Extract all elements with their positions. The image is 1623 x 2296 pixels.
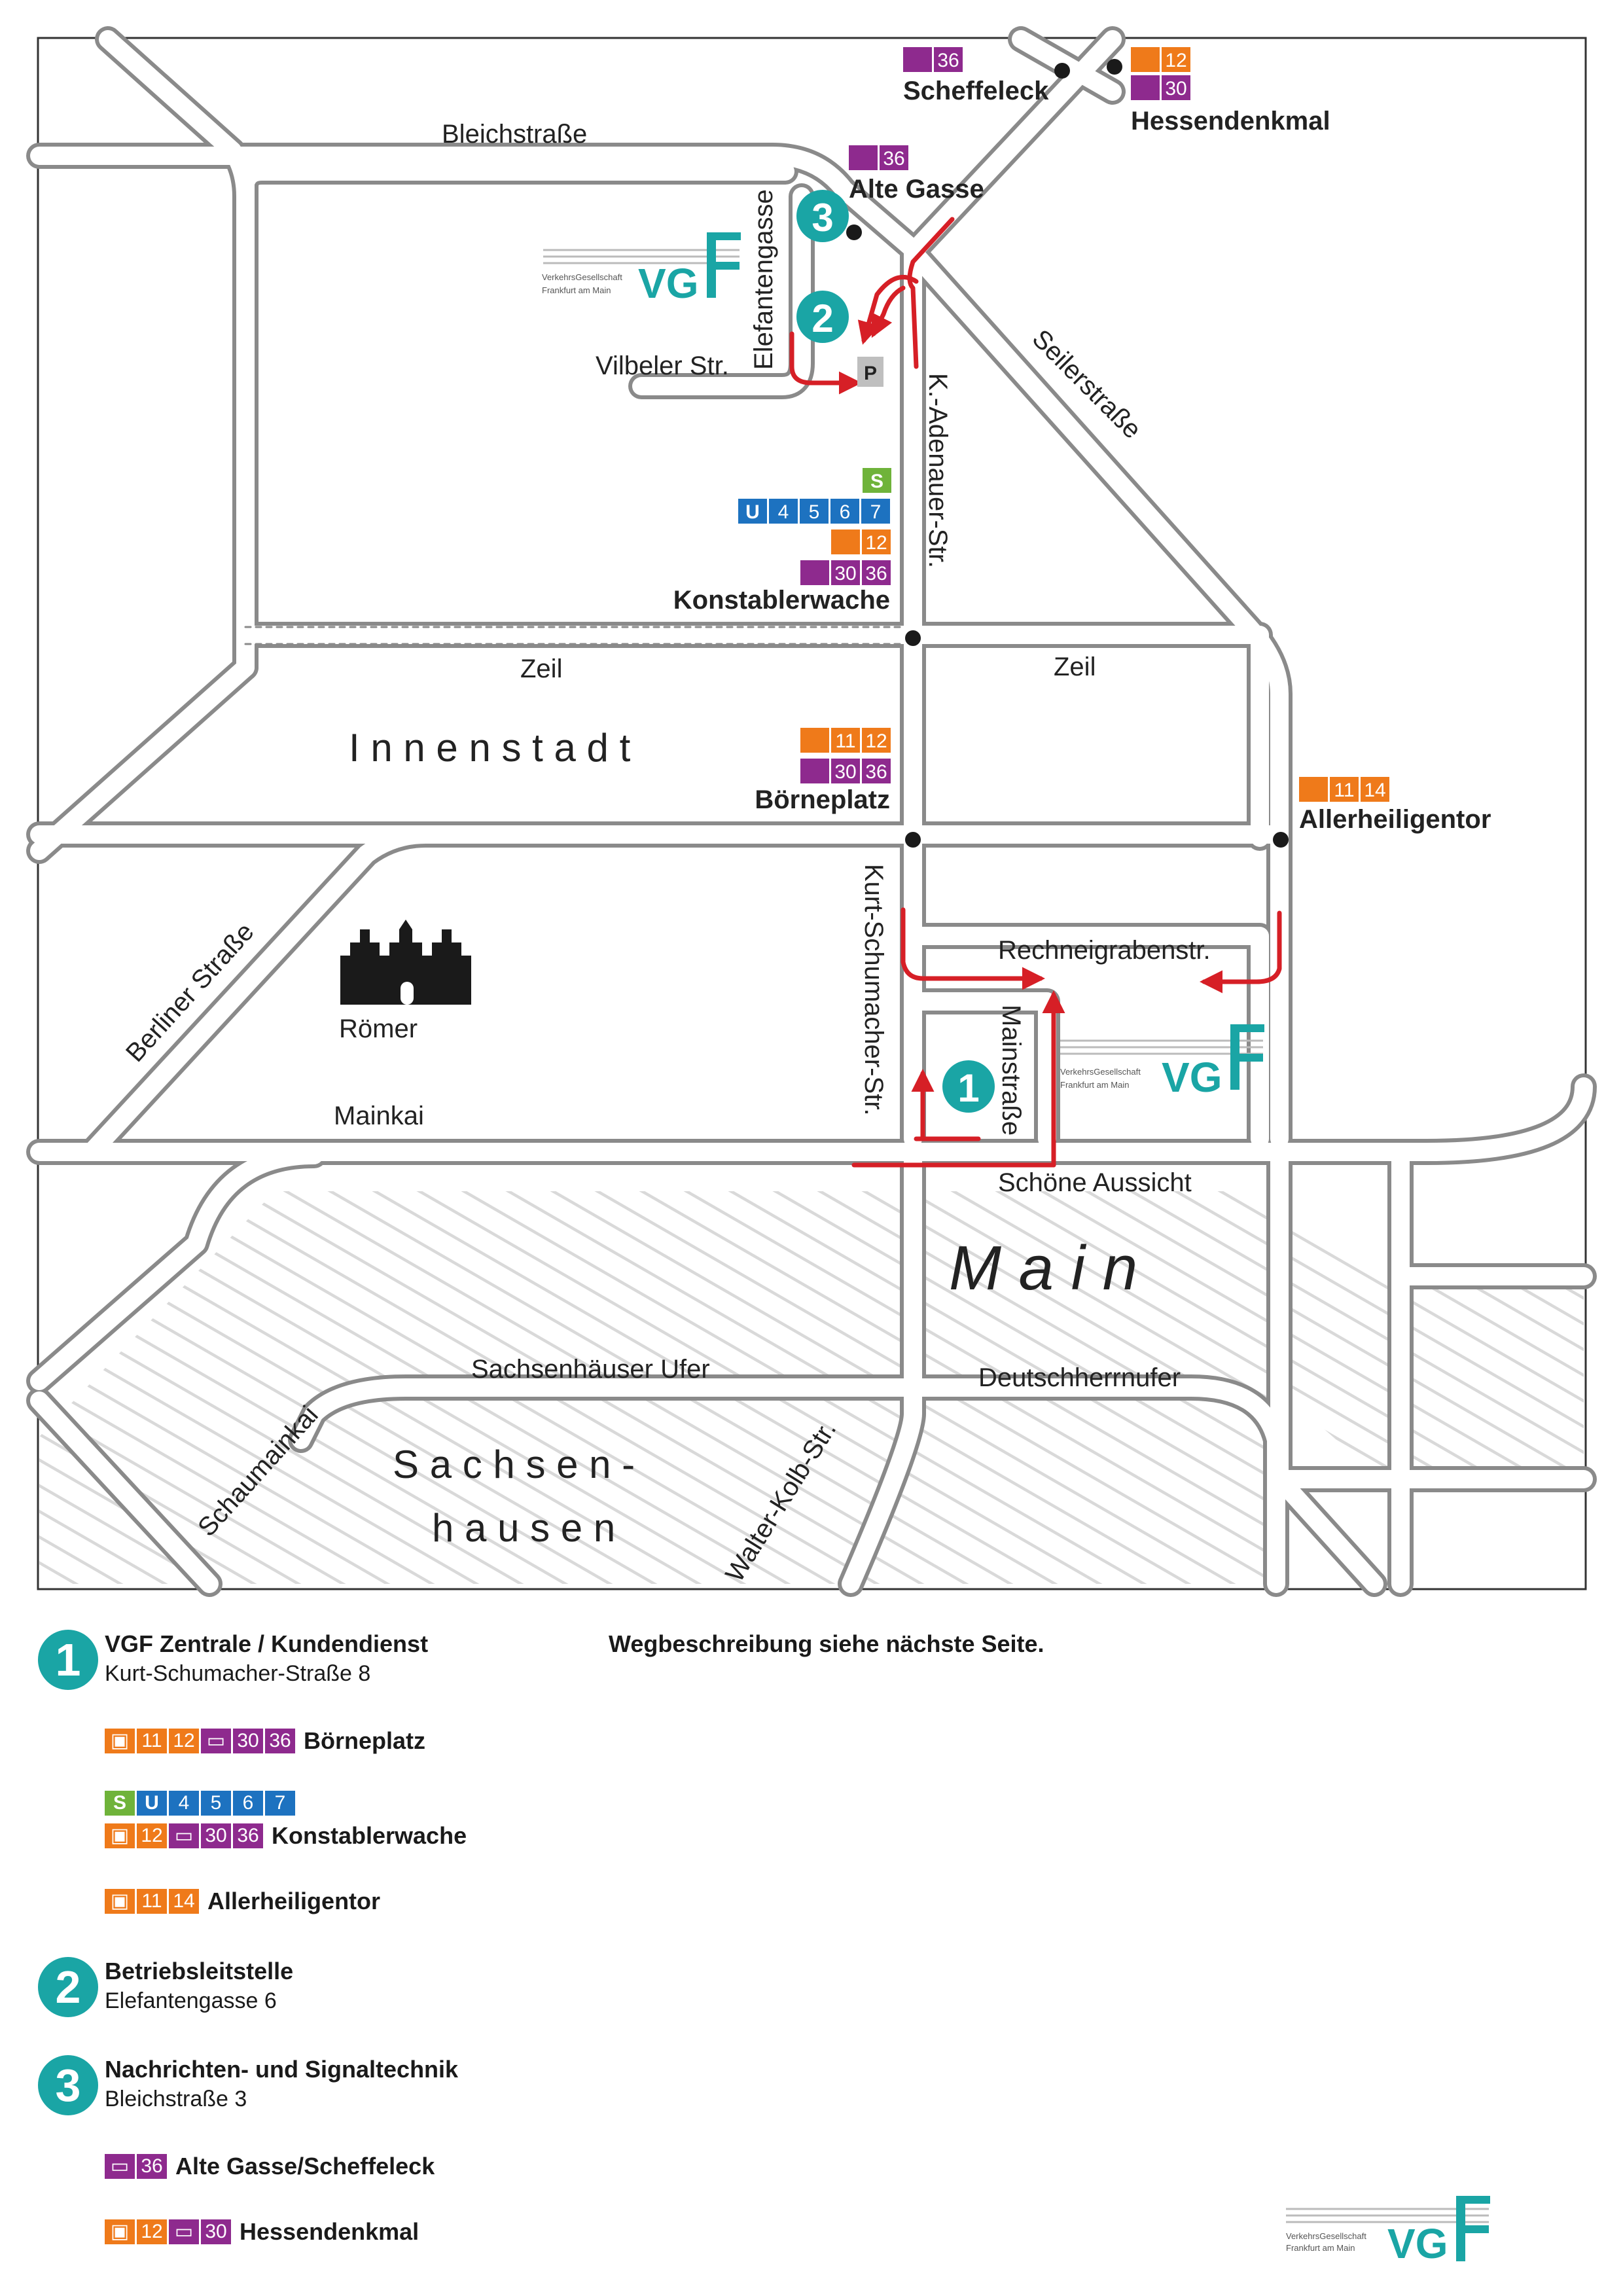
roads [26,26,1597,1597]
svg-text:Mainstraße: Mainstraße [997,1005,1026,1136]
svg-text:36: 36 [883,148,904,170]
svg-text:2: 2 [812,296,833,340]
svg-text:11: 11 [1334,780,1354,801]
svg-text:Vilbeler Str.: Vilbeler Str. [596,351,729,380]
svg-text:M a i n: M a i n [949,1233,1137,1303]
marker-2: 2 [796,291,849,343]
svg-text:VerkehrsGesellschaft: VerkehrsGesellschaft [542,272,622,282]
roemer-icon [340,920,471,1005]
svg-text:12: 12 [865,730,887,752]
svg-text:VerkehrsGesellschaft: VerkehrsGesellschaft [1060,1067,1141,1077]
svg-text:30: 30 [834,563,856,584]
svg-text:Frankfurt am Main: Frankfurt am Main [542,285,611,295]
svg-text:Römer: Römer [339,1014,418,1043]
svg-text:I n n e n s t a d t: I n n e n s t a d t [349,726,631,770]
svg-text:1: 1 [957,1066,979,1110]
svg-text:12: 12 [865,532,887,554]
svg-text:S a c h s e n -: S a c h s e n - [393,1443,635,1486]
svg-text:Bleichstraße: Bleichstraße [442,120,587,149]
svg-text:30: 30 [834,761,856,783]
svg-text:6: 6 [840,501,851,523]
svg-text:P: P [864,363,877,384]
svg-text:Zeil: Zeil [520,655,562,683]
svg-text:Zeil: Zeil [1054,653,1096,681]
vgf-logo-map-2: VerkehrsGesellschaft Frankfurt am Main V… [1060,1024,1264,1101]
svg-text:Alte Gasse: Alte Gasse [849,175,984,204]
svg-text:VG: VG [1162,1054,1222,1101]
svg-text:Elefantengasse: Elefantengasse [749,189,778,370]
svg-text:Hessendenkmal: Hessendenkmal [1131,107,1330,135]
svg-text:3: 3 [812,196,833,240]
junction-dots [846,59,1289,848]
parking-sign: P [857,357,883,387]
marker-3: 3 [796,190,849,242]
svg-text:Frankfurt am Main: Frankfurt am Main [1060,1080,1129,1090]
map-stop-badges: 36 Scheffeleck 12 30 Hessendenkmal 36 Al… [673,47,1491,834]
svg-text:30: 30 [1165,78,1186,99]
vgf-logo-map-1: VerkehrsGesellschaft Frankfurt am Main V… [542,232,741,307]
marker-1: 1 [942,1060,995,1113]
svg-text:Deutschherrnufer: Deutschherrnufer [978,1363,1181,1392]
svg-text:Börneplatz: Börneplatz [755,785,890,814]
svg-text:Allerheiligentor: Allerheiligentor [1299,805,1491,834]
svg-text:5: 5 [809,501,820,523]
svg-text:U: U [745,501,760,523]
svg-text:VG: VG [638,260,698,307]
svg-text:36: 36 [865,563,887,584]
svg-text:Schöne Aussicht: Schöne Aussicht [998,1168,1192,1197]
svg-text:h a u s e n: h a u s e n [432,1506,615,1550]
svg-text:12: 12 [1165,50,1186,71]
location-markers: 1 2 3 [796,190,995,1113]
svg-text:Sachsenhäuser Ufer: Sachsenhäuser Ufer [471,1355,710,1384]
svg-text:11: 11 [835,730,855,752]
svg-text:K.-Adenauer-Str.: K.-Adenauer-Str. [923,373,952,568]
district-labels: I n n e n s t a d t S a c h s e n - h a … [339,726,1137,1550]
svg-text:Kurt-Schumacher-Str.: Kurt-Schumacher-Str. [859,864,888,1116]
svg-text:Mainkai: Mainkai [334,1102,424,1130]
svg-text:7: 7 [870,501,882,523]
route-arrows [789,217,1282,1168]
svg-text:14: 14 [1364,780,1385,801]
svg-text:Scheffeleck: Scheffeleck [903,77,1049,105]
svg-text:36: 36 [937,50,959,71]
svg-text:36: 36 [865,761,887,783]
svg-text:S: S [870,471,883,492]
svg-text:Rechneigrabenstr.: Rechneigrabenstr. [998,936,1211,965]
svg-text:4: 4 [778,501,789,523]
svg-text:Konstablerwache: Konstablerwache [673,586,890,615]
